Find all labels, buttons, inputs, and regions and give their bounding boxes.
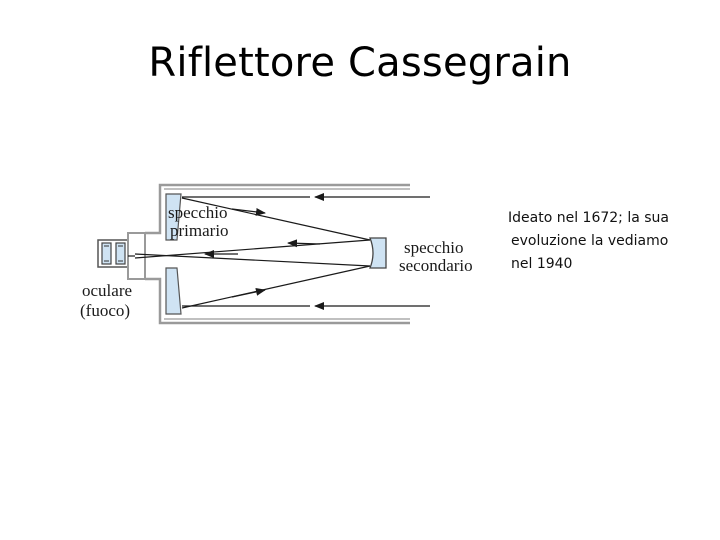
label-secondary-mirror-line2: secondario xyxy=(399,256,473,275)
light-rays xyxy=(128,197,371,309)
note-line-2: evoluzione la vediamo xyxy=(511,233,669,249)
label-primary-mirror-line2: primario xyxy=(170,221,229,240)
telescope-tube xyxy=(145,183,410,325)
slide-title: Riflettore Cassegrain xyxy=(148,40,572,86)
label-eyepiece-line1: oculare xyxy=(82,281,132,300)
label-secondary-mirror-line1: specchio xyxy=(404,238,463,257)
secondary-mirror xyxy=(369,237,387,269)
label-primary-mirror-line1: specchio xyxy=(168,203,227,222)
incoming-light-lines xyxy=(182,196,310,307)
note-line-3: nel 1940 xyxy=(511,256,573,272)
eyepiece xyxy=(97,232,146,280)
primary-mirror xyxy=(165,193,182,315)
label-eyepiece-line2: (fuoco) xyxy=(80,301,130,320)
ray-arrows xyxy=(204,193,430,310)
historical-note: Ideato nel 1672; la sua evoluzione la ve… xyxy=(508,207,698,276)
note-line-1: Ideato nel 1672; la sua xyxy=(508,210,669,226)
